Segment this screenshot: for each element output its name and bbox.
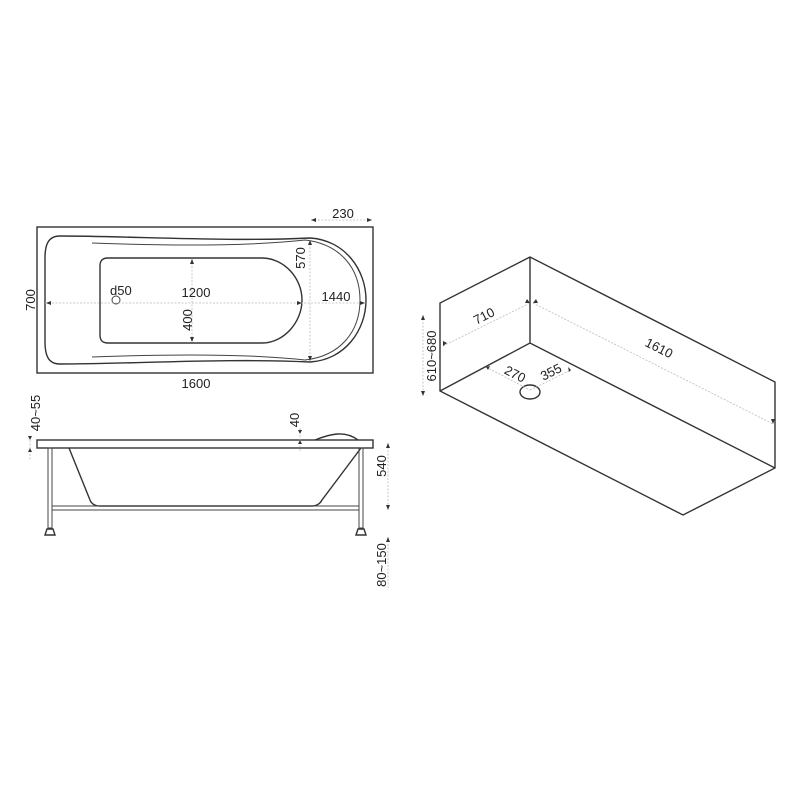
foot-left xyxy=(44,528,56,536)
dim-270: 270 xyxy=(502,362,528,385)
iso-box xyxy=(439,256,776,516)
rim xyxy=(36,439,374,449)
dim-40-55: 40~55 xyxy=(28,395,43,432)
dim-570: 570 xyxy=(293,247,308,269)
dim-400: 400 xyxy=(180,309,195,331)
dim-540: 540 xyxy=(374,455,389,477)
dim-230: 230 xyxy=(332,206,354,221)
tub-bottom-contour xyxy=(99,257,303,344)
dim-80-150: 80~150 xyxy=(374,543,389,587)
dim-610-680: 610~680 xyxy=(424,331,439,382)
side-view: 40~55 40 540 80~150 xyxy=(28,395,390,590)
foot-right xyxy=(355,528,367,536)
top-view: 230 1600 700 d50 1200 400 570 1440 xyxy=(23,206,374,391)
drain-hole-icon xyxy=(111,295,121,305)
headrest xyxy=(314,433,359,441)
top-view-outline xyxy=(36,226,374,374)
dim-355: 355 xyxy=(538,360,564,383)
drain-label: d50 xyxy=(110,283,132,298)
tub-outer-contour xyxy=(44,235,367,365)
dim-700: 700 xyxy=(23,289,38,311)
tub-inner-rim xyxy=(91,239,361,361)
dim-1200: 1200 xyxy=(182,285,211,300)
dim-1440: 1440 xyxy=(322,289,351,304)
dim-40: 40 xyxy=(287,413,302,427)
leg-left xyxy=(47,447,53,529)
iso-view: 710 1610 610~680 270 355 xyxy=(421,256,776,516)
crossbar xyxy=(51,505,360,511)
dim-1610: 1610 xyxy=(643,335,676,361)
dim-1600: 1600 xyxy=(182,376,211,391)
leg-right xyxy=(358,447,364,529)
drain-hole-icon xyxy=(519,384,541,400)
tub-body xyxy=(68,447,362,507)
dim-710: 710 xyxy=(471,304,497,327)
